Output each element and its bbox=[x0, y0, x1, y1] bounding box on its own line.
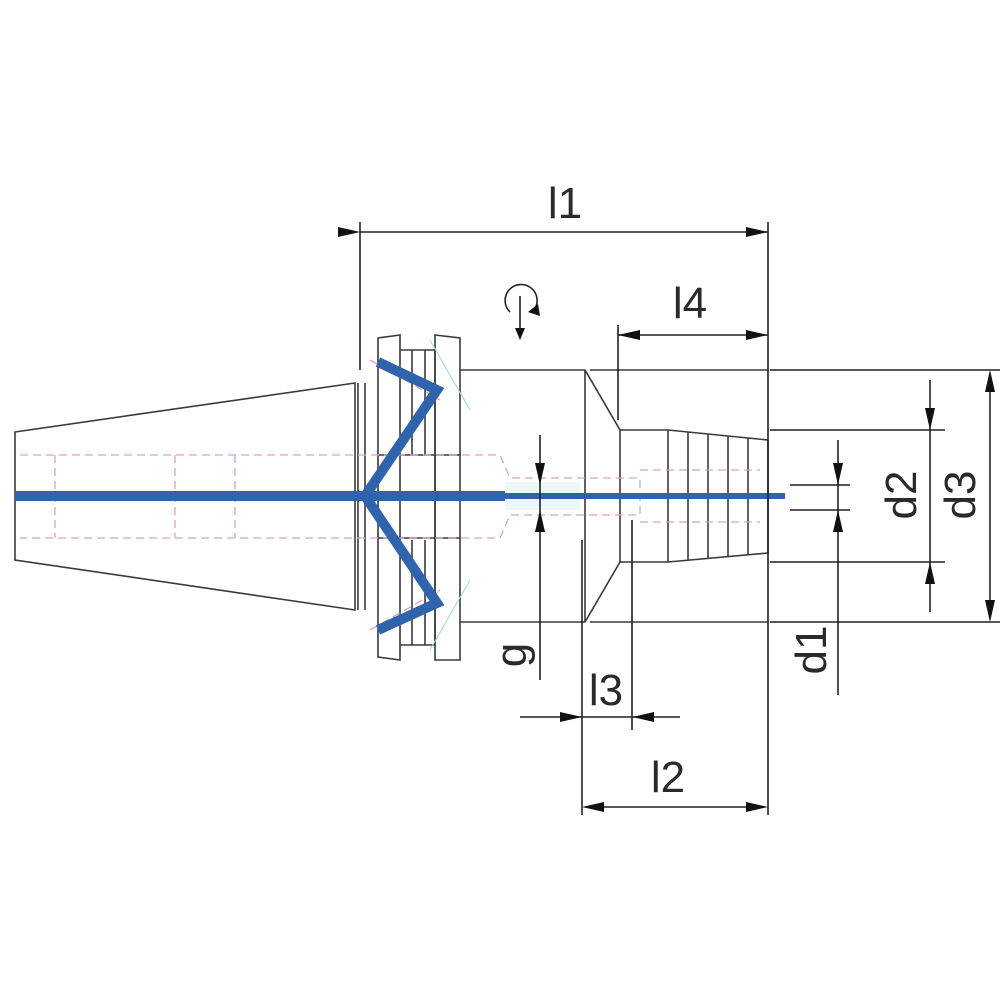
dimension-d1: d1 bbox=[787, 440, 850, 695]
label-d3: d3 bbox=[936, 471, 985, 520]
label-l1: l1 bbox=[548, 179, 582, 228]
dimension-l2: l2 bbox=[582, 620, 769, 815]
label-l4: l4 bbox=[673, 279, 707, 328]
dimension-l4: l4 bbox=[617, 279, 768, 420]
centerline bbox=[15, 357, 785, 635]
label-l3: l3 bbox=[589, 666, 623, 715]
label-g: g bbox=[487, 643, 536, 667]
dimension-d2: d2 bbox=[770, 380, 945, 612]
dimension-g: g bbox=[487, 435, 545, 680]
dimension-d3: d3 bbox=[770, 369, 1000, 623]
dimension-l1: l1 bbox=[338, 179, 769, 620]
label-d2: d2 bbox=[877, 471, 926, 520]
label-l2: l2 bbox=[651, 753, 685, 802]
dimension-l3: l3 bbox=[520, 520, 680, 815]
rotation-direction-icon bbox=[504, 283, 540, 340]
label-d1: d1 bbox=[787, 626, 836, 675]
